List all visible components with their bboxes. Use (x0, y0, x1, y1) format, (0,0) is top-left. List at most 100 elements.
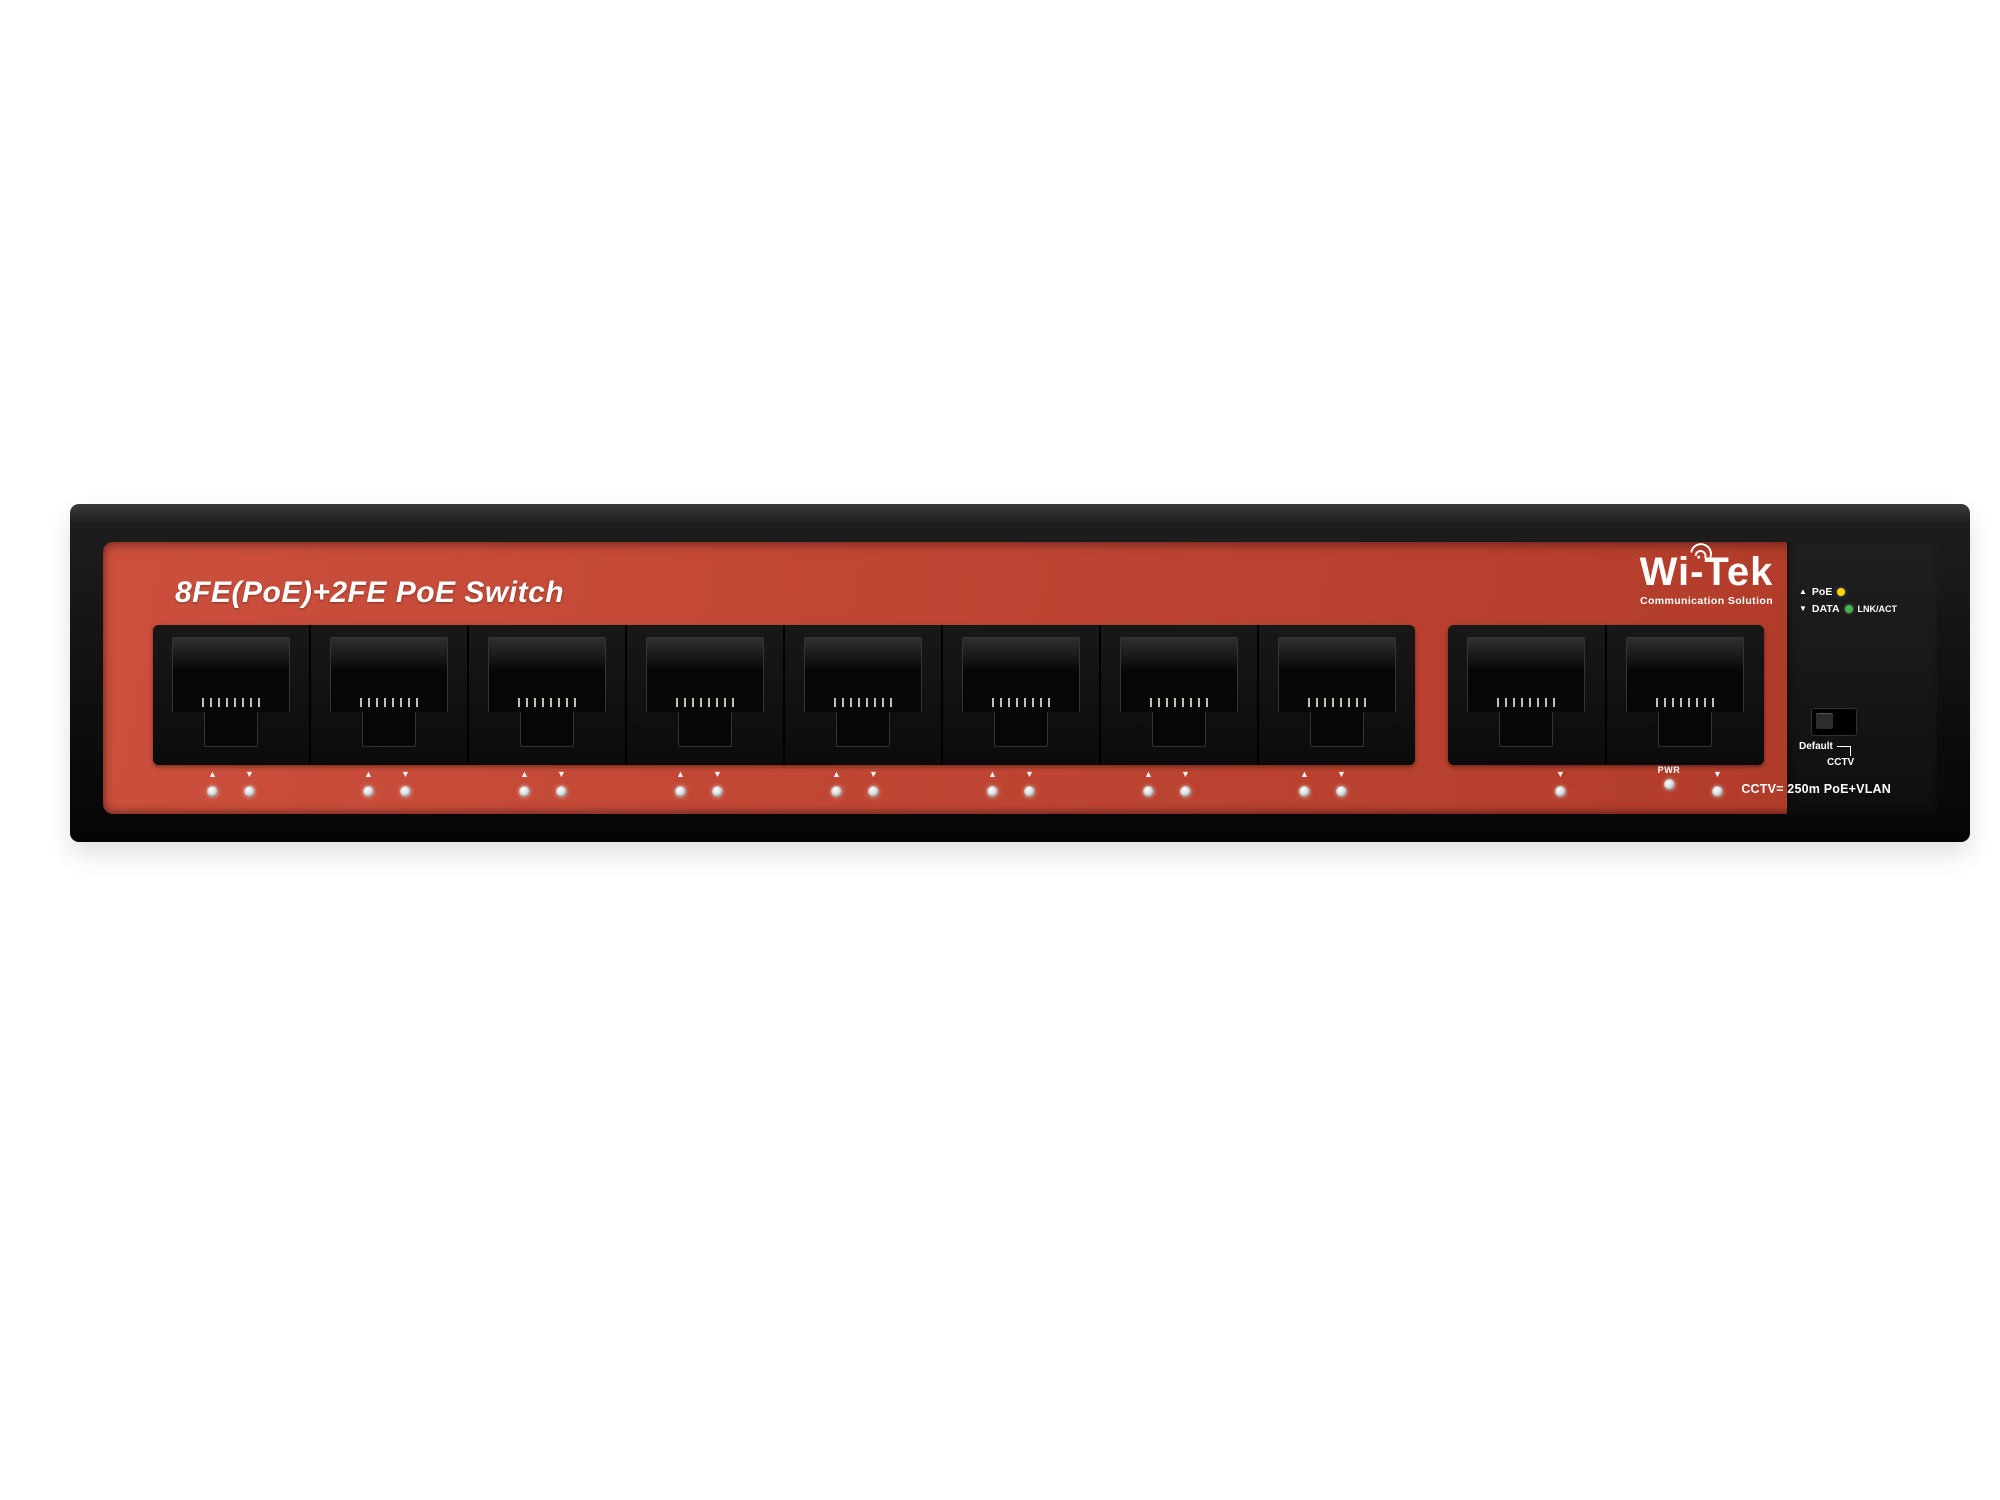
rj45-port (467, 625, 625, 765)
rj45-jack (804, 637, 922, 747)
brand-tagline: Communication Solution (1639, 595, 1774, 607)
port-led: ▲ (675, 770, 686, 797)
port-led-pair: ▲▼ (621, 770, 777, 797)
rj45-jack-latch (1657, 711, 1713, 747)
jack-pin (874, 697, 876, 707)
jack-pin (1040, 697, 1042, 707)
port-led: ▼ (1180, 770, 1191, 797)
power-led-light (1663, 779, 1675, 790)
jack-pin (1182, 697, 1184, 707)
rj45-port (1099, 625, 1257, 765)
rj45-jack (1626, 637, 1744, 747)
port-group-main (153, 625, 1415, 765)
led-direction-icon: ▲ (1300, 769, 1309, 779)
jack-pin (566, 697, 568, 707)
default-label-row: Default (1799, 741, 1857, 756)
legend-row-poe: ▲ PoE (1799, 586, 1897, 598)
led-light (1299, 786, 1310, 797)
led-light (1143, 786, 1154, 797)
rj45-port (783, 625, 941, 765)
jack-pin (1521, 697, 1523, 707)
jack-pin (866, 697, 868, 707)
jack-pin (700, 697, 702, 707)
jack-pin (416, 697, 418, 707)
rj45-jack-opening (488, 637, 606, 712)
jack-pin (1537, 697, 1539, 707)
dip-switch-knob (1816, 713, 1833, 729)
jack-pin (1704, 697, 1706, 707)
jack-pin (1656, 697, 1658, 707)
jack-pin (842, 697, 844, 707)
jack-pin (1016, 697, 1018, 707)
jack-pins (518, 697, 576, 707)
led-light (363, 786, 374, 797)
port-led: ▲ (363, 770, 374, 797)
rj45-jack-latch (519, 711, 575, 747)
power-led-label: PWR (1657, 765, 1681, 775)
jack-pin (550, 697, 552, 707)
product-title: 8FE(PoE)+2FE PoE Switch (175, 576, 565, 609)
jack-pin (400, 697, 402, 707)
rj45-jack (172, 637, 290, 747)
jack-pin (1688, 697, 1690, 707)
connector-line (1836, 746, 1851, 756)
jack-pin (218, 697, 220, 707)
jack-pins (202, 697, 260, 707)
jack-pin (1505, 697, 1507, 707)
jack-pin (1672, 697, 1674, 707)
rj45-jack-opening (646, 637, 764, 712)
port-led-pair: ▲▼ (465, 770, 621, 797)
led-direction-icon: ▲ (988, 769, 997, 779)
jack-pin (368, 697, 370, 707)
jack-pins (1308, 697, 1366, 707)
rj45-jack-opening (962, 637, 1080, 712)
port-led: ▲ (987, 770, 998, 797)
legend-row-data: ▼ DATA LNK/ACT (1799, 603, 1897, 615)
cctv-label: CCTV (1827, 757, 1855, 768)
port-led-pair: ▲▼ (933, 770, 1089, 797)
port-led: ▼ (1336, 770, 1347, 797)
jack-pin (890, 697, 892, 707)
led-light (244, 786, 255, 797)
rj45-jack (1120, 637, 1238, 747)
led-light (1336, 786, 1347, 797)
rj45-jack (1467, 637, 1585, 747)
led-direction-icon: ▼ (401, 769, 410, 779)
legend-label: PoE (1811, 586, 1833, 598)
jack-pin (1332, 697, 1334, 707)
port-group-uplink (1448, 625, 1764, 765)
led-light (712, 786, 723, 797)
led-direction-icon: ▲ (1144, 769, 1153, 779)
cctv-mode-note: CCTV= 250m PoE+VLAN (1741, 782, 1891, 796)
jack-pin (518, 697, 520, 707)
led-light (400, 786, 411, 797)
port-led: ▼ (1712, 770, 1723, 797)
rj45-jack-latch (1151, 711, 1207, 747)
jack-pins (360, 697, 418, 707)
port-led-single: ▼ (1482, 770, 1639, 797)
jack-pins (1497, 697, 1555, 707)
jack-pin (1696, 697, 1698, 707)
port-led: ▼ (1555, 770, 1566, 797)
rj45-jack-opening (1467, 637, 1585, 712)
rj45-port (153, 625, 309, 765)
jack-pin (1356, 697, 1358, 707)
jack-pin (526, 697, 528, 707)
led-direction-icon: ▼ (245, 769, 254, 779)
port-led: ▲ (1299, 770, 1310, 797)
led-direction-icon: ▼ (1713, 769, 1722, 779)
rj45-port (309, 625, 467, 765)
jack-pin (1166, 697, 1168, 707)
port-led-single: ▼ (1639, 770, 1796, 797)
port-led: ▲ (519, 770, 530, 797)
jack-pin (1000, 697, 1002, 707)
port-led: ▼ (244, 770, 255, 797)
led-direction-icon: ▲ (676, 769, 685, 779)
port-led-pair: ▲▼ (1089, 770, 1245, 797)
legend-label: DATA (1811, 603, 1840, 615)
jack-pin (574, 697, 576, 707)
jack-pin (1680, 697, 1682, 707)
port-led-pair: ▲▼ (153, 770, 309, 797)
jack-pin (384, 697, 386, 707)
rj45-jack-latch (993, 711, 1049, 747)
